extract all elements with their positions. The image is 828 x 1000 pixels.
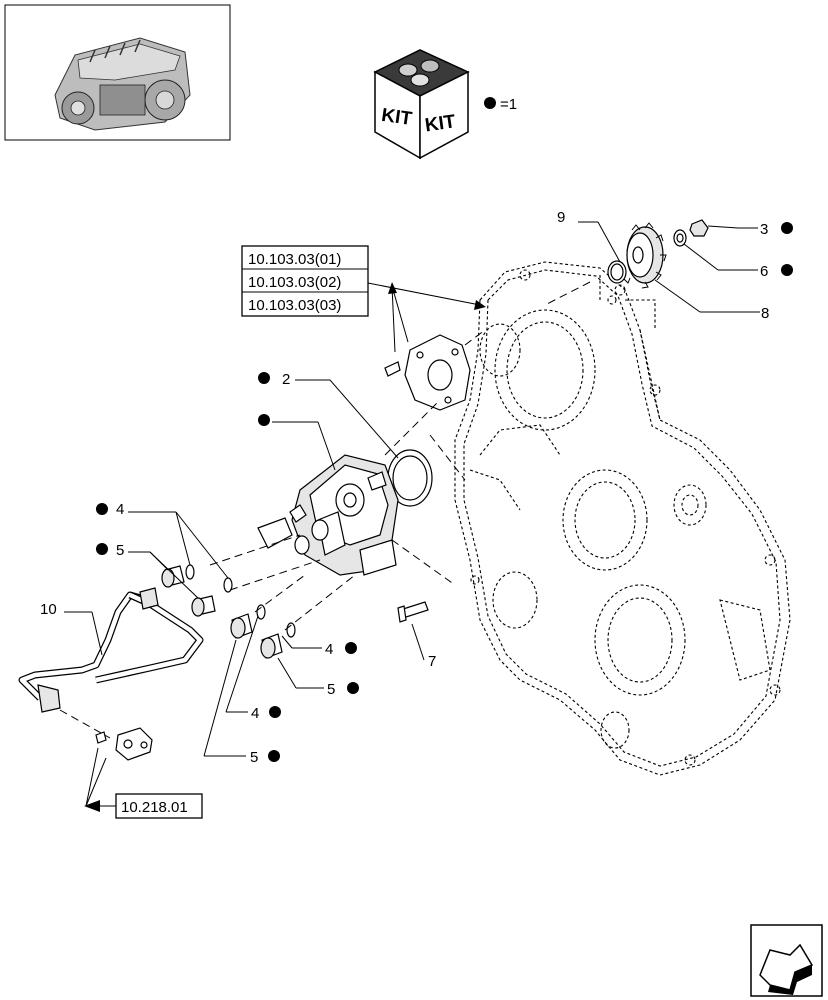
callout-label: 4 (325, 641, 333, 658)
kit-dot-icon (268, 750, 280, 762)
kit-dot-icon (345, 642, 357, 654)
reference-link-02[interactable]: 10.103.03(02) (248, 274, 341, 291)
fuel-pipe (18, 587, 204, 713)
gear-assembly (607, 219, 709, 289)
gear-icon (623, 222, 667, 289)
reference-link-04[interactable]: 10.218.01 (121, 799, 188, 816)
callout-label: 5 (250, 749, 258, 766)
callout-label: 10 (40, 601, 57, 618)
callout-label: 9 (557, 209, 565, 226)
kit-dot-icon (347, 682, 359, 694)
kit-dot-icon (781, 222, 793, 234)
callout-label: 5 (116, 542, 124, 559)
reference-box-pipe[interactable]: 10.218.01 (84, 793, 203, 819)
leader-lines (59, 221, 760, 807)
callout-label: 6 (760, 263, 768, 280)
kit-legend: KIT KIT =1 (373, 49, 517, 160)
callout-label: 4 (116, 501, 124, 518)
fuel-pump (257, 449, 433, 576)
next-page-button[interactable] (750, 924, 823, 997)
kit-legend-text: =1 (500, 96, 517, 113)
nut-3 (689, 219, 709, 237)
engine-thumbnail-icon (54, 37, 191, 131)
kit-dot-icon (258, 414, 270, 426)
flange-bolt (384, 361, 401, 377)
kit-box-icon: KIT KIT (373, 49, 470, 160)
reference-link-03[interactable]: 10.103.03(03) (248, 297, 341, 314)
kit-badge-right-text: KIT (424, 111, 458, 136)
kit-dot-icon (269, 706, 281, 718)
kit-dot-icon (96, 543, 108, 555)
engine-thumbnail[interactable] (4, 4, 231, 141)
callout-label: 8 (761, 305, 769, 322)
callout-label: 2 (282, 371, 290, 388)
next-page-arrow-icon (759, 943, 814, 995)
kit-dot-icon (781, 264, 793, 276)
callout-label: 7 (428, 653, 436, 670)
callout-labels: 9 3 6 8 2 4 5 10 7 4 5 4 5 (40, 209, 793, 766)
kit-dot-icon (96, 503, 108, 515)
reference-box-group[interactable]: 10.103.03(01) 10.103.03(02) 10.103.03(03… (241, 245, 369, 317)
kit-dot-icon (484, 97, 496, 109)
reference-link-01[interactable]: 10.103.03(01) (248, 251, 341, 268)
fittings (161, 564, 429, 659)
callout-label: 3 (760, 221, 768, 238)
callout-label: 5 (327, 681, 335, 698)
callout-label: 4 (251, 705, 259, 722)
kit-badge-left-text: KIT (380, 105, 414, 130)
pipe-connector (95, 727, 153, 761)
pump-flange (384, 334, 471, 411)
kit-dot-icon (258, 372, 270, 384)
timing-cover-outline (454, 261, 791, 776)
